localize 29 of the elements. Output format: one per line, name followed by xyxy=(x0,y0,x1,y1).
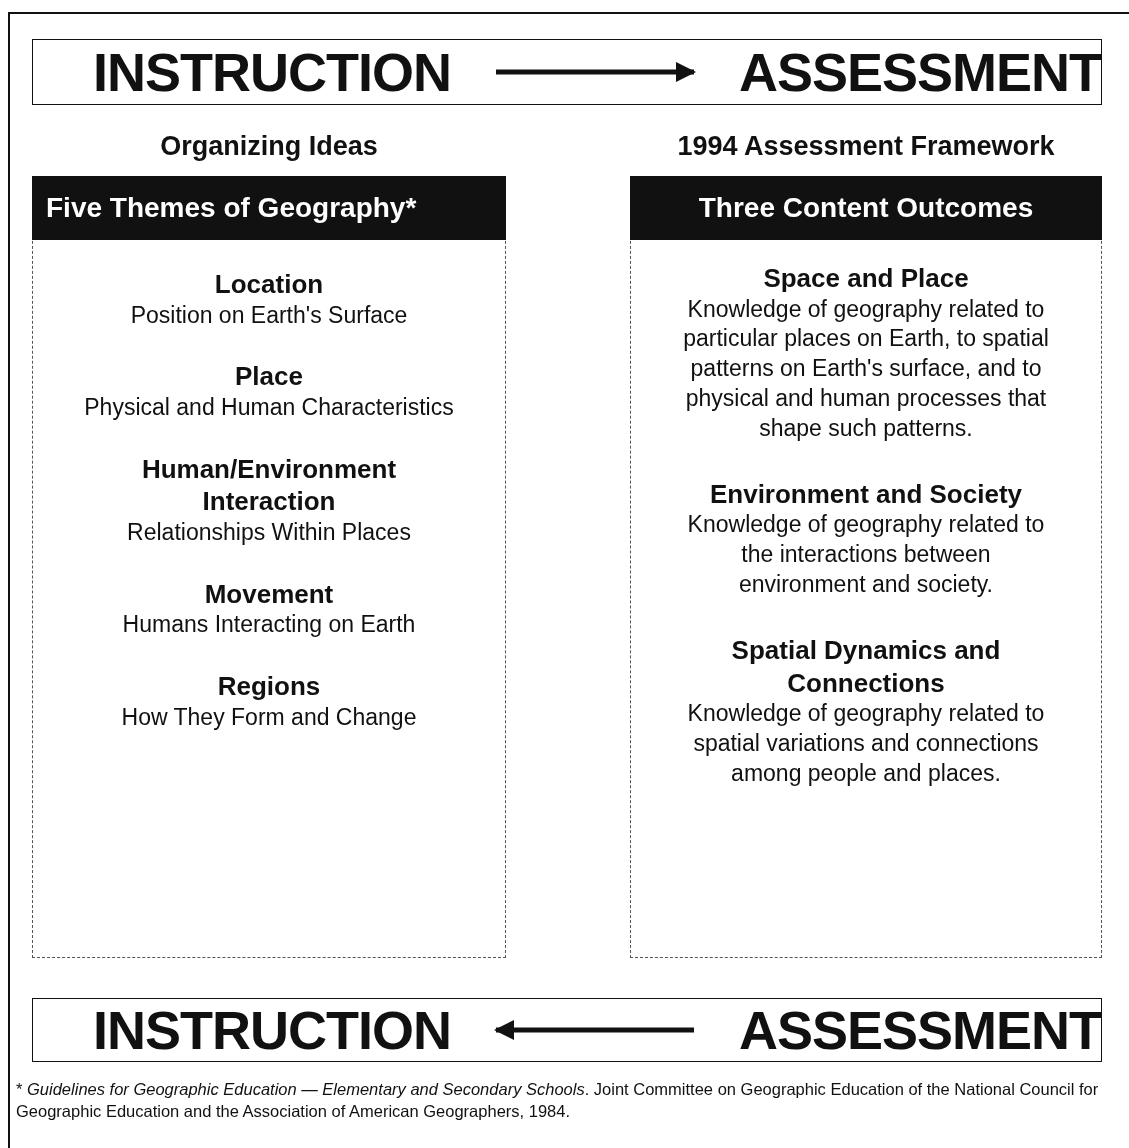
header-band: Five Themes of Geography* xyxy=(32,176,506,240)
item-heading: Environment and Society xyxy=(709,477,1023,511)
column-heading: 1994 Assessment Framework xyxy=(676,130,1056,163)
item-description: How They Form and Change xyxy=(121,702,417,732)
banner-word: INSTRUCTION xyxy=(93,1003,451,1057)
footnote: *Guidelines for Geographic Education — Elementary and Secondary Schools. Joint Committee on Geographic Education of the National Council for Geographic Education and the Association of American Geographers, 1984. xyxy=(16,1079,1100,1123)
banner-word: ASSESSMENT xyxy=(739,1003,1102,1057)
item-description: Relationships Within Places xyxy=(127,517,411,547)
item-heading: Place xyxy=(235,360,303,393)
banner-word: ASSESSMENT xyxy=(739,45,1102,99)
item-heading: Human/Environment Interaction xyxy=(140,452,398,518)
banner-word: INSTRUCTION xyxy=(93,45,451,99)
item-description: Humans Interacting on Earth xyxy=(122,610,416,640)
item-description: Knowledge of geography related to the interactions between environment and society. xyxy=(686,510,1046,600)
item-heading: Regions xyxy=(217,670,321,703)
item-description: Position on Earth's Surface xyxy=(130,300,408,330)
item-description: Knowledge of geography related to spatial variations and connections among people and places. xyxy=(686,699,1046,788)
item-description: Knowledge of geography related to particular places on Earth, to spatial patterns on Earth's surface, and to physical and human processes that shape such patterns. xyxy=(682,294,1050,444)
arrow xyxy=(494,1020,694,1040)
item-heading: Movement xyxy=(204,577,334,611)
item-description: Physical and Human Characteristics xyxy=(84,392,454,422)
banner-frame xyxy=(32,998,1102,1062)
item-heading: Location xyxy=(214,268,324,301)
banner-frame xyxy=(32,39,1102,105)
item-heading: Spatial Dynamics and Connections xyxy=(730,634,1002,700)
item-heading: Space and Place xyxy=(763,262,969,295)
column-heading: Organizing Ideas xyxy=(159,130,379,163)
arrow xyxy=(496,62,696,82)
header-band: Three Content Outcomes xyxy=(630,176,1102,240)
